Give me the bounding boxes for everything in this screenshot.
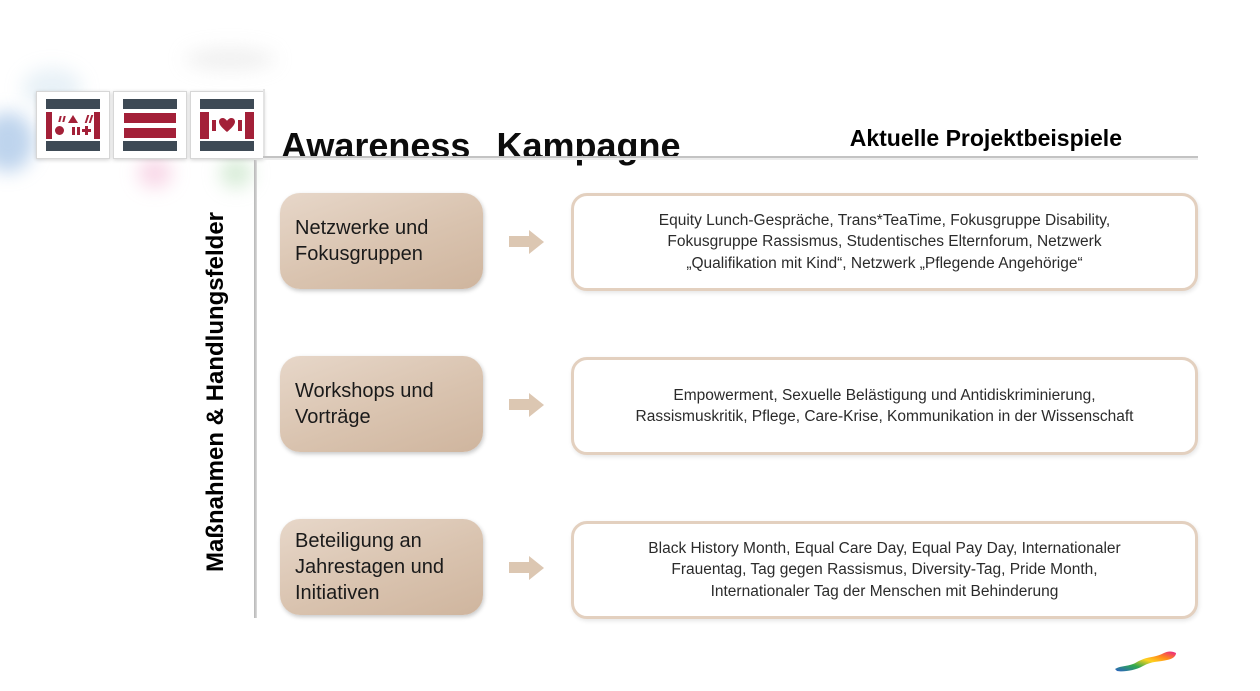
equality-bars-logo	[113, 91, 187, 159]
heart-icon	[200, 111, 254, 139]
logo-top-bar	[46, 99, 100, 109]
pastel-blur-blue	[0, 112, 34, 172]
slash-shape	[84, 115, 89, 123]
right-arrow-icon	[509, 229, 545, 254]
examples-box: Black History Month, Equal Care Day, Equ…	[571, 521, 1198, 619]
sidebar-vertical-label: Maßnahmen & Handlungsfelder	[202, 211, 229, 573]
double-bar-shape	[71, 126, 75, 135]
diversity-shapes-icon	[46, 111, 100, 139]
category-box: Workshops und Vorträge	[280, 356, 483, 452]
logo-top-bar	[123, 99, 177, 109]
heart-inclusion-logo	[190, 91, 264, 159]
pastel-blur-gray	[185, 48, 275, 70]
vertical-divider	[254, 160, 257, 618]
category-box: Beteiligung an Jahrestagen und Initiativ…	[280, 519, 483, 615]
logo-bottom-bar	[123, 141, 177, 151]
header-underline	[263, 156, 1198, 160]
pastel-blur-pink	[138, 158, 172, 188]
rainbow-swoosh-logo	[1115, 651, 1176, 672]
plus-shape	[82, 126, 91, 135]
logo-bottom-bar	[200, 141, 254, 151]
equality-bars-icon	[124, 111, 176, 139]
subtitle: Aktuelle Projektbeispiele	[849, 125, 1122, 151]
quote-shape	[57, 116, 62, 122]
pastel-blur-green	[220, 158, 252, 188]
circle-shape	[55, 126, 64, 135]
examples-box: Empowerment, Sexuelle Belästigung und An…	[571, 357, 1198, 455]
right-arrow-icon	[509, 555, 545, 580]
category-box: Netzwerke und Fokusgruppen	[280, 193, 483, 289]
triangle-shape	[68, 115, 78, 123]
logo-bottom-bar	[46, 141, 100, 151]
examples-box: Equity Lunch-Gespräche, Trans*TeaTime, F…	[571, 193, 1198, 291]
right-arrow-icon	[509, 392, 545, 417]
diversity-shapes-logo	[36, 91, 110, 159]
header-vertical-rule	[263, 89, 265, 156]
logo-top-bar	[200, 99, 254, 109]
